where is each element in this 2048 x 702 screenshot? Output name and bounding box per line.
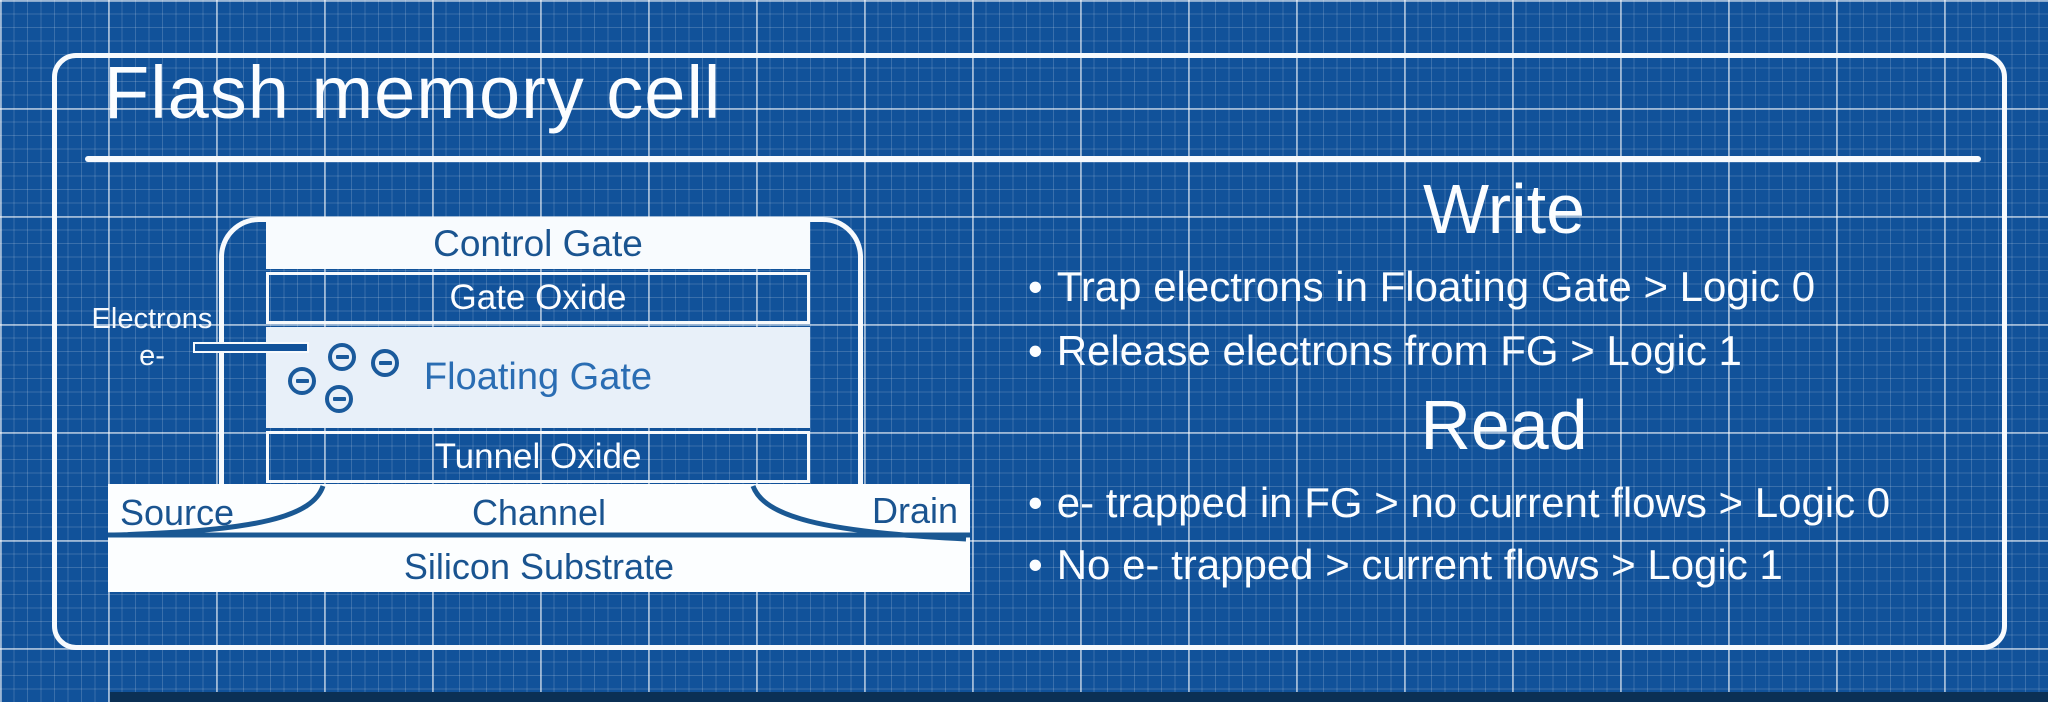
junction-curves: [108, 485, 970, 542]
write-bullet-1-text: Trap electrons in Floating Gate > Logic …: [1056, 263, 1816, 310]
electron-icon: [325, 385, 353, 413]
drain-junction-curve: [750, 485, 967, 542]
write-heading: Write: [1422, 170, 1586, 248]
write-bullet-1: • Trap electrons in Floating Gate > Logi…: [1028, 262, 1988, 312]
floating-gate-label: Floating Gate: [423, 356, 653, 398]
bottom-edge-bar: [110, 692, 2048, 702]
control-gate-label: Control Gate: [433, 222, 643, 264]
electron-icon: [288, 367, 316, 395]
gate-oxide-layer: Gate Oxide: [266, 272, 810, 324]
bullet-dot: •: [1028, 327, 1043, 374]
read-bullet-1: • e- trapped in FG > no current flows > …: [1028, 478, 1988, 528]
tunnel-oxide-layer: Tunnel Oxide: [266, 431, 810, 483]
bullet-dot: •: [1028, 479, 1043, 526]
title-underline: [85, 156, 1981, 162]
minus-icon: [332, 397, 346, 401]
read-bullet-1-text: e- trapped in FG > no current flows > Lo…: [1056, 479, 1891, 526]
read-bullet-2-text: No e- trapped > current flows > Logic 1: [1056, 541, 1783, 588]
page-title: Flash memory cell: [104, 51, 722, 134]
minus-icon: [335, 355, 349, 359]
gate-oxide-label: Gate Oxide: [449, 278, 627, 317]
electron-symbol-label: e-: [139, 340, 165, 372]
electron-pointer-line: [193, 342, 309, 353]
minus-icon: [378, 361, 392, 365]
substrate-block: Source Channel Drain Silicon Substrate: [108, 484, 970, 592]
bullet-dot: •: [1028, 263, 1043, 310]
write-bullet-2: • Release electrons from FG > Logic 1: [1028, 326, 1988, 376]
blueprint-frame: [52, 53, 2007, 650]
write-bullet-2-text: Release electrons from FG > Logic 1: [1056, 327, 1742, 374]
source-junction-curve: [113, 485, 326, 538]
floating-gate-layer: Floating Gate: [266, 327, 810, 428]
electron-icon: [328, 343, 356, 371]
electron-icon: [371, 349, 399, 377]
channel-label: Channel: [471, 492, 607, 533]
drain-label: Drain: [871, 490, 958, 531]
tunnel-oxide-label: Tunnel Oxide: [434, 437, 642, 476]
control-gate-layer: Control Gate: [266, 218, 810, 269]
read-heading: Read: [1420, 386, 1588, 464]
bullet-dot: •: [1028, 541, 1043, 588]
minus-icon: [295, 379, 309, 383]
substrate-label: Silicon Substrate: [403, 546, 675, 587]
source-label: Source: [120, 492, 235, 533]
read-bullet-2: • No e- trapped > current flows > Logic …: [1028, 540, 1988, 590]
electrons-label: Electrons: [91, 303, 213, 335]
